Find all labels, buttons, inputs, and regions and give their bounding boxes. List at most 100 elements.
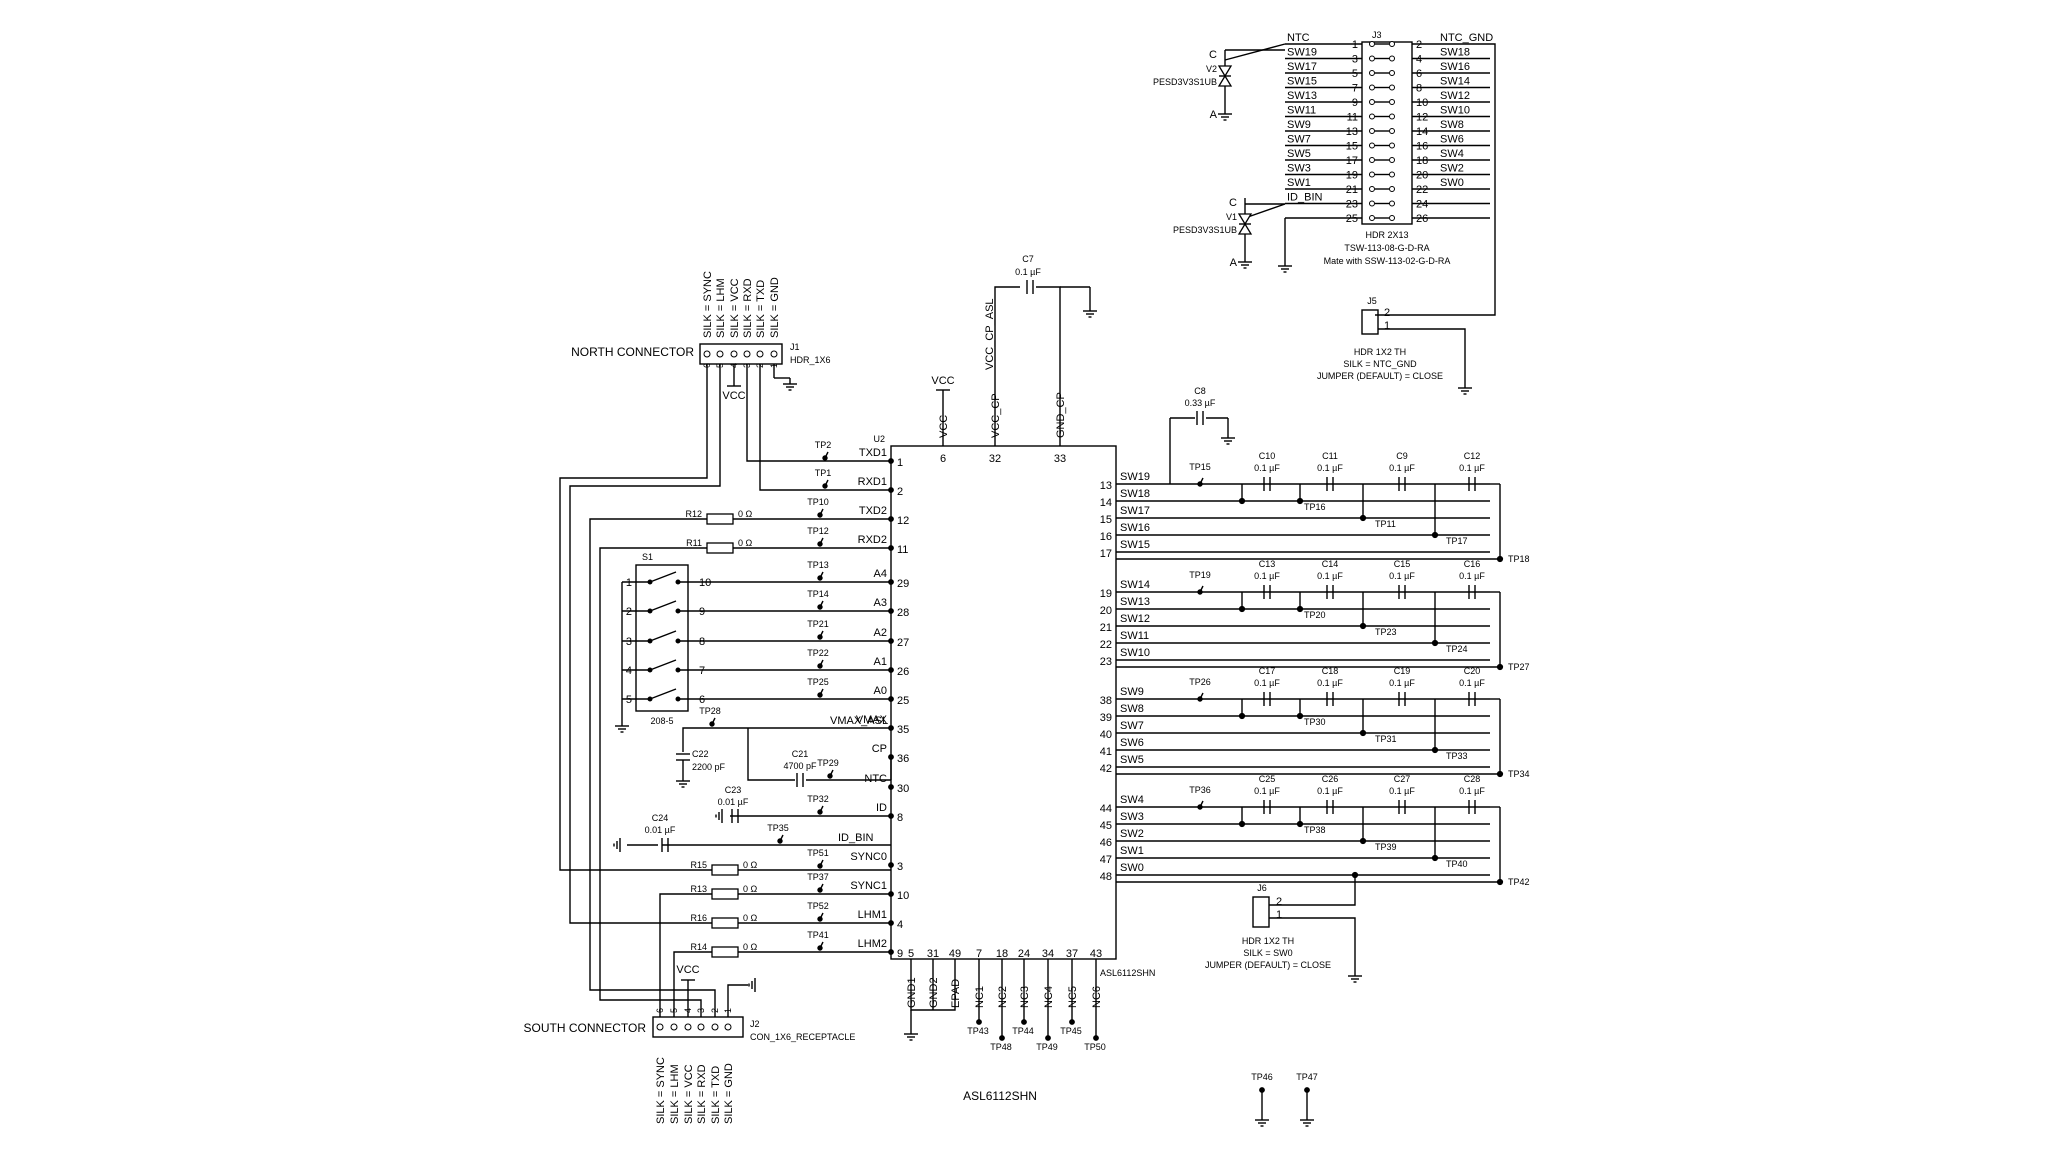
header-pin xyxy=(1389,171,1395,178)
pin-number: 4 xyxy=(1416,54,1422,66)
cap-ref: C23 xyxy=(725,785,742,795)
header-pin xyxy=(1369,171,1375,178)
pin-number: 37 xyxy=(1066,948,1078,960)
silk-label: SILK = RXD xyxy=(742,278,754,338)
jumper-note: HDR 1X2 TH xyxy=(1354,347,1406,357)
junction-dot xyxy=(1359,837,1367,845)
pin-name: NC1 xyxy=(974,986,986,1008)
header-pin xyxy=(1369,113,1375,120)
tp-label: TP42 xyxy=(1508,877,1530,887)
pin-name: SW5 xyxy=(1120,754,1144,766)
pin-number: 3 xyxy=(742,363,752,368)
pin-number: 13 xyxy=(1346,126,1358,138)
junction-dot xyxy=(1351,871,1359,879)
junction-dot xyxy=(1296,605,1304,613)
pin-number: 3 xyxy=(696,1008,706,1013)
switch-part: 208-5 xyxy=(650,716,673,726)
vcc-cp-wire xyxy=(994,286,1020,446)
tp-label: TP10 xyxy=(807,497,829,507)
lhm2-route xyxy=(673,951,891,1017)
connector-label: SOUTH CONNECTOR xyxy=(524,1021,647,1035)
wire xyxy=(727,984,748,1017)
resistor xyxy=(711,888,739,900)
jumper-ref: J5 xyxy=(1367,296,1377,306)
header-part: HDR 2X13 xyxy=(1365,230,1408,240)
silk-label: SILK = VCC xyxy=(729,278,741,338)
pin-number: 17 xyxy=(1346,155,1358,167)
junction-dot xyxy=(1359,514,1367,522)
header-mpn: TSW-113-08-G-D-RA xyxy=(1344,243,1429,253)
pin-number: 31 xyxy=(927,948,939,960)
header-pin xyxy=(1369,128,1375,134)
cap-ref: C28 xyxy=(1464,774,1481,784)
cap-ref: C22 xyxy=(692,749,709,759)
pin-name: NTC xyxy=(864,773,887,785)
dip-switch-s1 xyxy=(635,564,689,712)
cap-ref: C17 xyxy=(1259,666,1276,676)
header-pin xyxy=(1389,157,1395,163)
pin-number: 1 xyxy=(626,577,632,589)
pin-name: CP xyxy=(872,743,887,755)
header-signal: SW3 xyxy=(1287,163,1311,175)
pin-dot xyxy=(888,725,894,731)
cap-ref: C19 xyxy=(1394,666,1411,676)
pin-number: 47 xyxy=(1100,854,1112,866)
diode-ref: V1 xyxy=(1226,212,1237,222)
header-pin xyxy=(1369,200,1375,207)
sync1-route xyxy=(659,893,891,1017)
header-signal: SW10 xyxy=(1440,105,1470,117)
pin-name: SW12 xyxy=(1120,613,1150,625)
test-point xyxy=(819,630,824,638)
pin-number: 11 xyxy=(1347,112,1358,124)
junction-dot xyxy=(1296,497,1304,505)
cap-value: 0.1 µF xyxy=(1389,678,1415,688)
pin-number: 15 xyxy=(1100,514,1112,526)
pin-number: 21 xyxy=(1100,622,1112,634)
pin-number: 46 xyxy=(1100,837,1112,849)
pin-number: 33 xyxy=(1054,453,1066,465)
pin-name: VMAX xyxy=(856,714,888,726)
pin-number: 4 xyxy=(683,1008,693,1013)
net-label: ID_BIN xyxy=(838,832,874,844)
header-pin xyxy=(1369,142,1375,149)
header-signal: SW16 xyxy=(1440,61,1470,73)
test-point xyxy=(779,834,784,842)
pin-name: TXD2 xyxy=(859,505,887,517)
header-signal: SW18 xyxy=(1440,47,1470,59)
pin-dot xyxy=(888,458,894,464)
pin-number: 10 xyxy=(897,890,909,902)
header-pin xyxy=(1369,157,1375,163)
connector-pin xyxy=(703,350,711,358)
pin-number: 19 xyxy=(1100,588,1112,600)
test-point xyxy=(1199,692,1204,700)
pin-name: SW16 xyxy=(1120,522,1150,534)
resistor-value: 0 Ω xyxy=(743,860,758,870)
header-pin xyxy=(1389,128,1395,134)
pin-number: 8 xyxy=(699,636,705,648)
junction-dot xyxy=(1431,531,1439,539)
pin-number: 11 xyxy=(897,544,908,556)
pin-name: SW0 xyxy=(1120,862,1144,874)
connector-pin xyxy=(670,1023,678,1031)
tp-label: TP26 xyxy=(1189,677,1211,687)
pin-dot xyxy=(888,638,894,644)
test-point xyxy=(976,1019,982,1025)
diode-part: PESD3V3S1UB xyxy=(1153,77,1217,87)
cap-ref: C13 xyxy=(1259,559,1276,569)
cap-value: 0.1 µF xyxy=(1459,786,1485,796)
pin-number: 25 xyxy=(897,695,909,707)
pin-name: SW13 xyxy=(1120,596,1150,608)
connector-pin xyxy=(730,350,738,358)
test-point xyxy=(819,600,824,608)
switch-contact xyxy=(675,608,681,614)
diode-pin: C xyxy=(1209,49,1217,61)
header-signal: ID_BIN xyxy=(1287,192,1323,204)
pin-name: GND1 xyxy=(906,977,918,1008)
pin-number: 26 xyxy=(897,666,909,678)
wire xyxy=(1378,328,1466,382)
resistor-ref: R14 xyxy=(690,942,707,952)
header-signal: SW11 xyxy=(1287,105,1316,117)
pin-number: 9 xyxy=(699,606,705,618)
pin-number: 34 xyxy=(1042,948,1054,960)
rxd2-route xyxy=(599,547,891,1017)
